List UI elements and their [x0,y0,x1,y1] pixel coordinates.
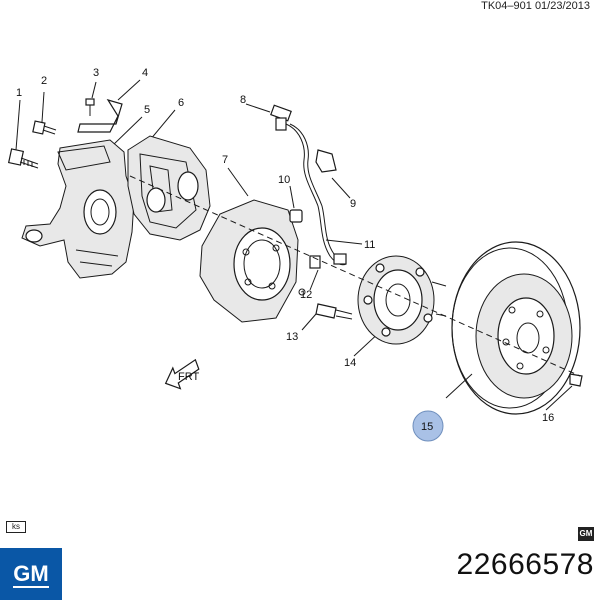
gm-logo-underline [13,586,49,588]
diagram-id: TK04–901 01/23/2013 [481,0,590,12]
callout-4: 4 [142,67,148,79]
part-4-bracket [77,79,141,133]
gm-logo-text: GM [13,561,49,586]
part-13-hub-bolt [301,303,353,331]
callout-3: 3 [93,67,99,79]
callout-2: 2 [41,75,47,87]
part-10-clip [289,185,303,223]
part-9-wire-clip [315,149,351,199]
part-number: 22666578 [456,548,594,581]
part-12-stud [309,255,321,291]
part-15-brake-rotor [445,241,581,415]
part-2-bolt [32,91,57,135]
part-6-brake-caliper [127,109,211,241]
front-arrow-label: FRT [178,371,199,383]
callout-5: 5 [144,104,150,116]
callout-16: 16 [542,412,554,424]
assembly-axis [129,175,581,377]
front-direction-arrow: FRT [164,358,200,390]
callout-15: 15 [421,421,433,433]
part-11-sensor-harness [285,123,363,266]
ks-badge: ks [6,521,26,533]
callout-8: 8 [240,94,246,106]
callout-13: 13 [286,331,298,343]
callout-6: 6 [178,97,184,109]
callout-10: 10 [278,174,290,186]
callout-1: 1 [16,87,22,99]
callout-11: 11 [364,239,375,251]
gm-logo: GM [0,548,62,600]
callout-12: 12 [300,289,312,301]
callout-14: 14 [344,357,356,369]
part-3-screw [85,81,97,116]
callout-7: 7 [222,154,228,166]
part-8-sensor-connector [245,103,292,131]
callout-9: 9 [350,198,356,210]
part-7-brake-shield [199,167,306,323]
part-1-bolt [7,99,39,169]
part-14-wheel-hub [353,255,447,357]
part-5-steering-knuckle [21,116,143,279]
callout-15-highlight [412,410,444,442]
gm-small-logo: GM [578,527,594,541]
